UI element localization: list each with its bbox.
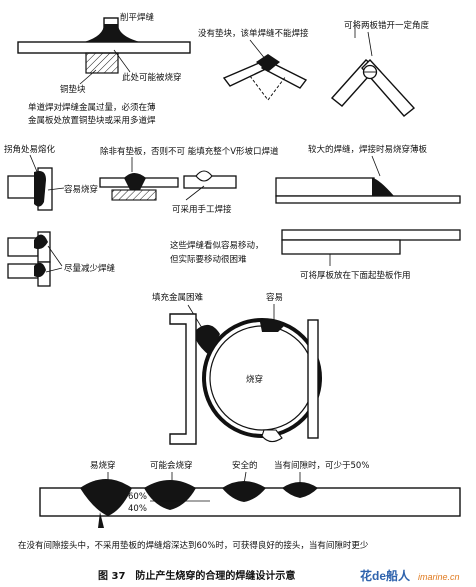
copper-backing-block (85, 52, 119, 74)
lap-thin-plate (275, 195, 461, 204)
label-corner-melt: 拐角处易熔化 (4, 144, 56, 155)
figure-caption: 图 37 防止产生烧穿的合理的焊缝设计示意 (98, 569, 295, 582)
label-grind-flat: 削平焊缝 (120, 12, 155, 23)
edge-weld (34, 171, 46, 207)
weld-safe-penetration (222, 481, 266, 502)
label-large-weld: 较大的焊缝，焊接时易烧穿薄板 (308, 144, 428, 155)
label-copper-block: 铜垫块 (60, 84, 86, 95)
label-easy: 容易 (266, 292, 283, 303)
label-may-burn: 可能会烧穿 (150, 460, 193, 471)
channel-weld (196, 324, 220, 356)
panel-tube-channel: 填充金属困难 容易 烧穿 (152, 292, 322, 445)
label-no-backing: 没有垫块，该单焊缝不能焊接 (198, 28, 309, 39)
weld-deep-penetration (144, 480, 196, 510)
label-manual-weld: 可采用手工焊接 (172, 204, 232, 215)
label-burn-through: 烧穿 (246, 374, 263, 385)
label-thick-plate-below: 可将厚板放在下面起垫板作用 (300, 270, 411, 281)
label-fill-difficult: 填充金属困难 (152, 292, 204, 303)
weld-full-penetration (80, 479, 132, 516)
panel-corner-joints: 没有垫块，该单焊缝不能焊接 可将两板错开一定角度 (198, 20, 430, 117)
manual-weld-bead (195, 170, 213, 182)
butt-weld (124, 173, 146, 190)
label-seems-easy-line1: 这些焊缝看似容易移动， (170, 240, 264, 251)
channel-section (169, 313, 197, 445)
stack-thin-plate (281, 229, 461, 241)
label-minimize-weld: 尽量减少焊缝 (64, 263, 116, 274)
label-gap-present: 当有间隙时，可少于50% (274, 460, 369, 471)
panel-edge-and-lap-joints: 拐角处易熔化 容易烧穿 除非有垫板，否则不可 能填充整个V形坡口焊道 可采用手工… (4, 144, 461, 287)
lap-weld-large (372, 178, 394, 196)
watermark-logo-b: imarine.cn (418, 572, 460, 582)
tube-top-weld (260, 318, 284, 332)
label-separate-plates: 可将两板错开一定角度 (344, 20, 430, 31)
horizontal-thin-plate (17, 41, 191, 54)
dashed-gap (249, 75, 287, 101)
label-may-burn-through: 此处可能被烧穿 (122, 72, 182, 83)
weld-gap-penetration (282, 482, 318, 498)
label-except-backing: 除非有垫板，否则不可 能填充整个V形坡口焊道 (100, 146, 279, 157)
note-single-pass-line1: 单道焊对焊缝金属过量，必须在薄 (28, 102, 156, 113)
tube-bottom-weld (261, 429, 283, 443)
label-easy-burn-through: 易烧穿 (90, 460, 116, 471)
right-wall (307, 319, 319, 439)
corner-weld (256, 54, 280, 72)
tee-plate-c (7, 263, 39, 279)
bottom-note: 在没有间隙接头中，不采用垫板的焊缝熔深达到60%时，可获得良好的接头，当有间隙时… (18, 540, 369, 551)
label-safe: 安全的 (232, 460, 258, 471)
label-40-percent: 40% (128, 504, 147, 514)
edge-plate-left (7, 175, 39, 199)
panel-penetration-comparison: 易烧穿 可能会烧穿 安全的 当有间隙时，可少于50% 60% 40% 在没有间隙… (18, 460, 461, 551)
drip-through (98, 512, 104, 528)
backing-plate (111, 189, 157, 201)
weld-bead (84, 24, 140, 42)
small-weld-b (34, 262, 46, 278)
label-easy-burn: 容易烧穿 (64, 184, 98, 195)
lap-thick-plate (275, 177, 375, 197)
note-single-pass-line2: 金属板处放置铜垫块或采用多道焊 (28, 115, 156, 126)
stack-thick-plate (281, 239, 401, 255)
label-60-percent: 60% (128, 492, 147, 502)
small-weld-a (34, 234, 48, 250)
tee-plate-a (7, 237, 39, 257)
watermark-logo-a: 花de船人 (360, 568, 411, 583)
label-seems-easy-line2: 但实际要移动很困难 (170, 254, 247, 265)
panel-t-joint-copper-block: 削平焊缝 铜垫块 此处可能被烧穿 单道焊对焊缝金属过量，必须在薄 金属板处放置铜… (17, 12, 191, 126)
